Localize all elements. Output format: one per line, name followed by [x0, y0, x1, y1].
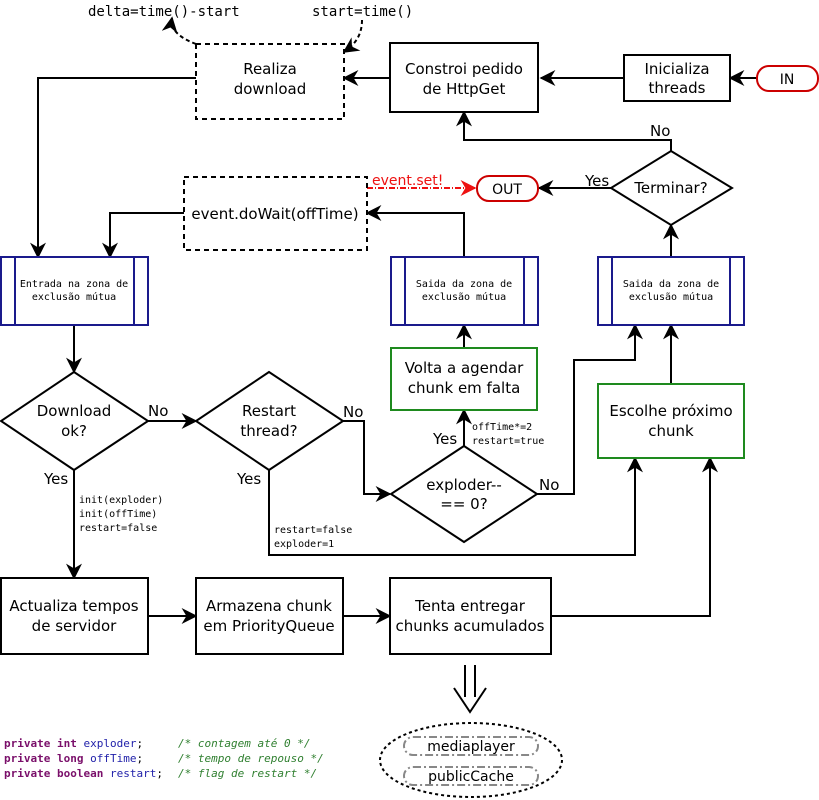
svg-text:restart=false: restart=false [274, 525, 352, 536]
svg-text:chunk em falta: chunk em falta [408, 379, 521, 397]
svg-text:exploder--: exploder-- [426, 476, 502, 494]
svg-text:download: download [234, 80, 307, 98]
inicializa-threads-box: Inicializa threads [623, 54, 731, 102]
arrow-tenta-to-escolhe [551, 456, 718, 617]
arrow-realiza-delta [161, 16, 197, 45]
entrada-zona-box: Entrada na zona de exclusão mútua [0, 256, 149, 326]
download-no-label: No [148, 402, 168, 420]
svg-text:Realiza: Realiza [243, 60, 297, 78]
out-terminal: OUT [476, 175, 539, 202]
code-line-offtime: private long offTime; /* tempo de repous… [4, 752, 324, 765]
svg-text:event.doWait(offTime): event.doWait(offTime) [191, 205, 358, 223]
exploder-yes-label: Yes [432, 430, 457, 448]
svg-text:restart=true: restart=true [472, 436, 544, 447]
exploder-no-label: No [539, 476, 559, 494]
arrow-wait-to-entrada [102, 212, 184, 259]
arrow-restart-no [343, 420, 392, 502]
arrow-restart-yes [268, 456, 643, 556]
svg-text:em PriorityQueue: em PriorityQueue [203, 617, 334, 635]
svg-text:init(offTime): init(offTime) [79, 509, 157, 520]
svg-text:Restart: Restart [242, 402, 296, 420]
download-ok-decision: Download ok? [0, 370, 150, 472]
arrow-exploder-no [537, 323, 643, 495]
event-set-label: event.set! [372, 173, 443, 189]
svg-text:== 0?: == 0? [440, 495, 487, 513]
svg-text:exclusão mútua: exclusão mútua [32, 291, 116, 303]
restart-notes: restart=false exploder=1 [274, 525, 352, 550]
svg-text:threads: threads [649, 79, 706, 97]
start-note: start=time() [312, 4, 413, 20]
arrow-realiza-to-entrada [30, 77, 196, 259]
code-line-restart: private boolean restart;/* flag de resta… [4, 767, 317, 780]
svg-text:chunk: chunk [648, 422, 694, 440]
in-terminal: IN [756, 65, 819, 92]
download-yes-label: Yes [43, 470, 68, 488]
terminar-yes-label: Yes [584, 172, 609, 190]
svg-text:Download: Download [37, 402, 112, 420]
offtime-notes: offTime*=2 restart=true [472, 422, 544, 447]
constroi-pedido-box: Constroi pedido de HttpGet [389, 42, 539, 113]
arrow-start-realiza [342, 19, 363, 53]
svg-text:exclusão mútua: exclusão mútua [629, 291, 713, 303]
svg-text:Armazena chunk: Armazena chunk [206, 597, 332, 615]
svg-text:Terminar?: Terminar? [633, 179, 707, 197]
svg-text:Inicializa: Inicializa [644, 60, 709, 78]
publiccache-label: publicCache [428, 769, 514, 785]
double-arrow-down-icon [453, 665, 487, 714]
escolhe-chunk-box: Escolhe próximo chunk [597, 383, 745, 459]
code-line-exploder: private int exploder; /* contagem até 0 … [4, 737, 310, 750]
arrow-saida1-to-wait [365, 205, 465, 257]
wait-box: event.doWait(offTime) [183, 176, 368, 251]
arrow-terminar-no [456, 110, 672, 151]
init-notes: init(exploder) init(offTime) restart=fal… [79, 495, 163, 534]
svg-text:Escolhe próximo: Escolhe próximo [609, 402, 732, 420]
svg-text:Entrada na zona de: Entrada na zona de [20, 279, 128, 290]
svg-text:de HttpGet: de HttpGet [423, 80, 506, 98]
restart-yes-label: Yes [236, 470, 261, 488]
saida-zona-box-1: Saida da zona de exclusão mútua [390, 256, 539, 326]
tenta-entregar-box: Tenta entregar chunks acumulados [389, 577, 552, 655]
svg-text:Tenta entregar: Tenta entregar [414, 597, 526, 615]
svg-text:exploder=1: exploder=1 [274, 539, 334, 550]
svg-text:Constroi pedido: Constroi pedido [405, 60, 523, 78]
volta-agendar-box: Volta a agendar chunk em falta [390, 347, 538, 411]
svg-text:offTime*=2: offTime*=2 [472, 422, 532, 433]
connectors [30, 16, 757, 714]
svg-text:de servidor: de servidor [32, 617, 117, 635]
terminar-decision: Terminar? [609, 149, 734, 227]
in-label: IN [780, 72, 795, 88]
svg-text:restart=false: restart=false [79, 523, 157, 534]
svg-text:thread?: thread? [240, 422, 297, 440]
svg-text:init(exploder): init(exploder) [79, 495, 163, 506]
out-label: OUT [492, 182, 522, 198]
svg-text:Actualiza tempos: Actualiza tempos [9, 597, 138, 615]
svg-text:Saida da zona de: Saida da zona de [416, 279, 512, 290]
svg-text:Saida da zona de: Saida da zona de [623, 279, 719, 290]
restart-no-label: No [343, 403, 363, 421]
delta-note: delta=time()-start [88, 4, 240, 20]
exploder-decision: exploder-- == 0? [389, 444, 539, 544]
svg-text:ok?: ok? [61, 422, 87, 440]
armazena-chunk-box: Armazena chunk em PriorityQueue [195, 577, 344, 655]
mediaplayer-label: mediaplayer [427, 739, 515, 755]
svg-text:chunks acumulados: chunks acumulados [396, 617, 545, 635]
consumers-group: mediaplayer publicCache [379, 722, 563, 798]
realiza-download-box: Realiza download [195, 43, 345, 120]
terminar-no-label: No [650, 122, 670, 140]
svg-text:exclusão mútua: exclusão mútua [422, 291, 506, 303]
saida-zona-box-2: Saida da zona de exclusão mútua [597, 256, 745, 326]
actualiza-tempos-box: Actualiza tempos de servidor [0, 577, 149, 655]
svg-text:Volta a agendar: Volta a agendar [405, 359, 524, 377]
code-snippet: private int exploder; /* contagem até 0 … [4, 737, 324, 780]
restart-thread-decision: Restart thread? [194, 370, 345, 472]
